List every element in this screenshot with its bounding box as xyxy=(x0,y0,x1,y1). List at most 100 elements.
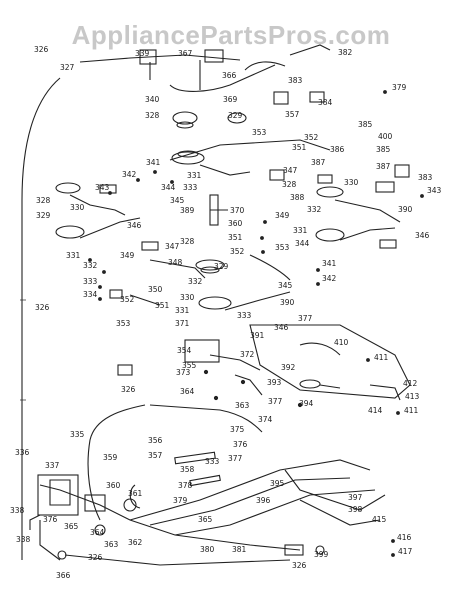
callout-label: 367 xyxy=(178,49,193,58)
broil-burner-assembly xyxy=(123,451,386,536)
callout-label: 396 xyxy=(256,496,271,505)
callout-label: 346 xyxy=(415,231,430,240)
callout-label: 353 xyxy=(252,128,267,137)
callout-label: 334 xyxy=(83,290,98,299)
callout-label: 372 xyxy=(240,350,255,359)
callout-label: 351 xyxy=(228,233,243,242)
callout-label: 326 xyxy=(34,45,49,54)
callout-label: 370 xyxy=(230,206,245,215)
callout-label: 352 xyxy=(230,247,245,256)
callout-label: 326 xyxy=(88,553,103,562)
callout-label: 352 xyxy=(304,133,319,142)
callout-label: 391 xyxy=(250,331,265,340)
callout-label: 329 xyxy=(36,211,51,220)
callout-label: 363 xyxy=(235,401,250,410)
callout-label: 336 xyxy=(15,448,30,457)
callout-label: 384 xyxy=(318,98,333,107)
callout-label: 328 xyxy=(180,237,195,246)
callout-label: 364 xyxy=(90,528,105,537)
callout-label: 366 xyxy=(56,571,71,580)
callout-label: 359 xyxy=(103,453,118,462)
callout-label: 400 xyxy=(378,132,393,141)
callout-label: 385 xyxy=(358,120,373,129)
callout-label: 343 xyxy=(427,186,442,195)
callout-label: 333 xyxy=(83,277,98,286)
callout-label: 329 xyxy=(228,111,243,120)
callout-label: 390 xyxy=(398,205,413,214)
callout-label: 346 xyxy=(127,221,142,230)
callout-label: 389 xyxy=(180,206,195,215)
callout-label: 387 xyxy=(311,158,326,167)
callout-label: 331 xyxy=(66,251,81,260)
callout-label: 329 xyxy=(214,262,229,271)
callout-label: 379 xyxy=(173,496,188,505)
callout-label: 331 xyxy=(293,226,308,235)
callout-label: 377 xyxy=(228,454,243,463)
callout-label: 398 xyxy=(348,505,363,514)
callout-label: 353 xyxy=(116,319,131,328)
top-valve-assembly xyxy=(79,44,331,129)
callout-label: 326 xyxy=(35,303,50,312)
callout-label: 411 xyxy=(374,353,389,362)
callout-label: 356 xyxy=(148,436,163,445)
callout-label: 332 xyxy=(83,261,98,270)
callout-label: 376 xyxy=(233,440,248,449)
callout-label: 352 xyxy=(120,295,135,304)
callout-label: 339 xyxy=(135,49,150,58)
callout-label: 328 xyxy=(36,196,51,205)
callout-label: 378 xyxy=(178,481,193,490)
callout-label: 383 xyxy=(418,173,433,182)
callout-label: 357 xyxy=(148,451,163,460)
callout-label: 349 xyxy=(275,211,290,220)
callout-label: 392 xyxy=(281,363,296,372)
callout-label: 328 xyxy=(282,180,297,189)
callout-label: 385 xyxy=(376,145,391,154)
brackets-and-screws xyxy=(88,90,424,557)
callout-label: 338 xyxy=(10,506,25,515)
callout-label: 342 xyxy=(122,170,137,179)
callout-label: 397 xyxy=(348,493,363,502)
regulator-block xyxy=(29,474,325,560)
callout-label: 373 xyxy=(176,368,191,377)
callout-label: 351 xyxy=(292,143,307,152)
callout-label: 416 xyxy=(397,533,412,542)
callout-label: 363 xyxy=(104,540,119,549)
callout-label: 376 xyxy=(43,515,58,524)
callout-label: 377 xyxy=(268,397,283,406)
callout-label: 351 xyxy=(155,301,170,310)
callout-label: 413 xyxy=(405,392,420,401)
callout-label: 341 xyxy=(146,158,161,167)
callout-label: 346 xyxy=(274,323,289,332)
callout-label: 358 xyxy=(180,465,195,474)
callout-label: 347 xyxy=(283,166,298,175)
callout-label: 415 xyxy=(372,515,387,524)
callout-label: 390 xyxy=(280,298,295,307)
callout-label: 332 xyxy=(307,205,322,214)
callout-label: 361 xyxy=(128,489,143,498)
callout-label: 387 xyxy=(376,162,391,171)
callout-label: 337 xyxy=(45,461,60,470)
callout-label: 417 xyxy=(398,547,413,556)
callout-label: 414 xyxy=(368,406,383,415)
callout-label: 355 xyxy=(182,361,197,370)
callout-label: 362 xyxy=(128,538,143,547)
callout-label: 364 xyxy=(180,387,195,396)
lower-burner-assembly xyxy=(109,254,291,311)
callout-label: 333 xyxy=(237,311,252,320)
callout-label: 331 xyxy=(175,306,190,315)
callout-label: 371 xyxy=(175,319,190,328)
callout-label: 382 xyxy=(338,48,353,57)
callout-label: 357 xyxy=(285,110,300,119)
callout-label: 379 xyxy=(392,83,407,92)
callout-label: 327 xyxy=(60,63,75,72)
callout-label: 399 xyxy=(314,550,329,559)
callout-label: 333 xyxy=(205,457,220,466)
callout-label: 344 xyxy=(161,183,176,192)
upper-burner-assembly xyxy=(55,139,401,242)
callout-label: 369 xyxy=(223,95,238,104)
callout-label: 331 xyxy=(187,171,202,180)
callout-label: 342 xyxy=(322,274,337,283)
callout-label: 347 xyxy=(165,242,180,251)
